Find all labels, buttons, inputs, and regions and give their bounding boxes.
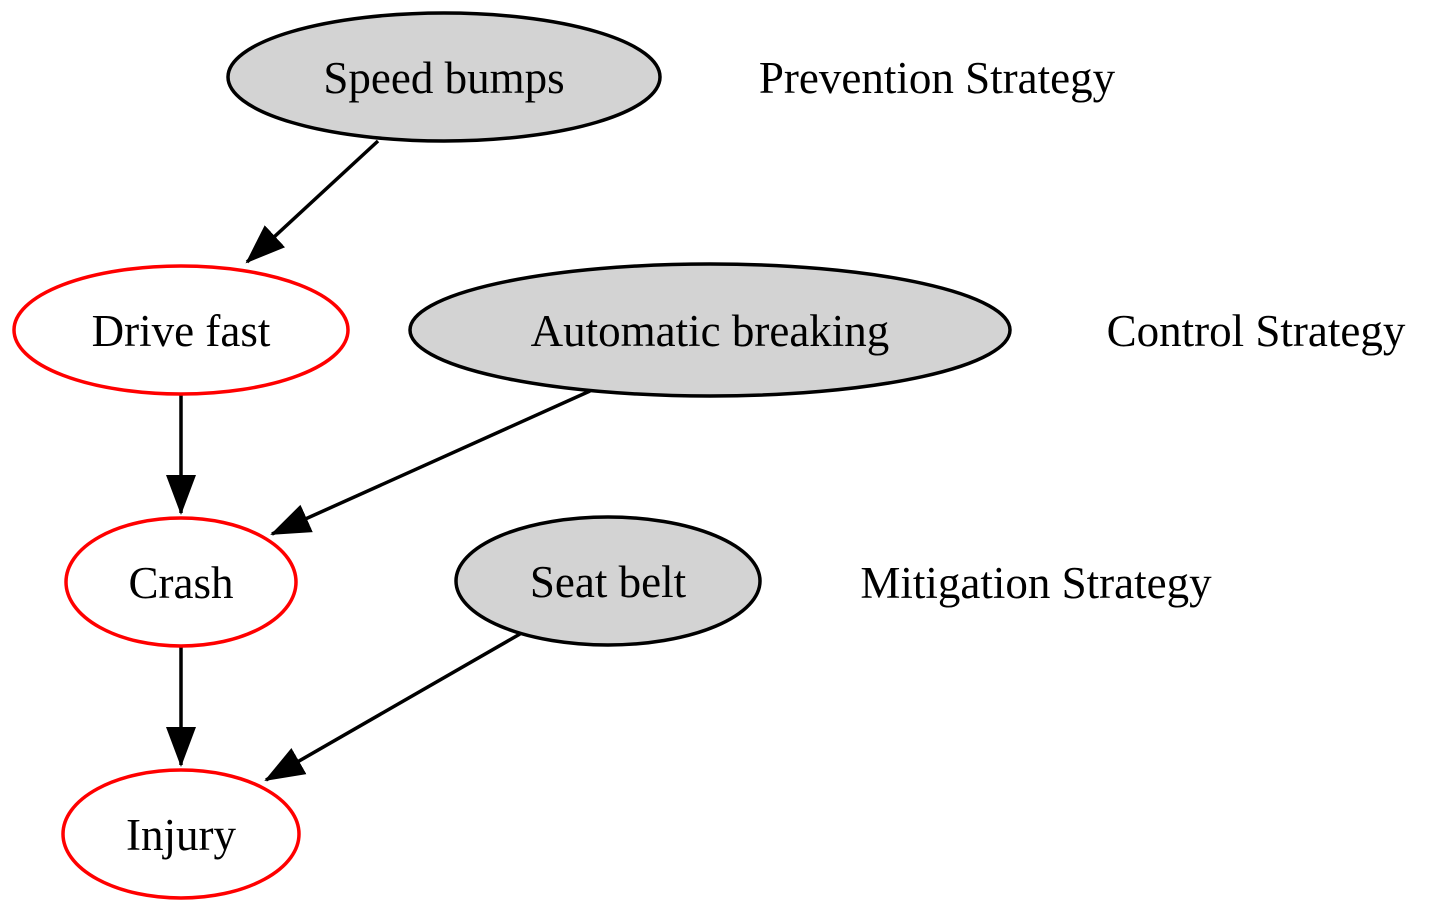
node-ellipse-speed-bumps: [226, 11, 662, 143]
node-crash: Crash: [64, 516, 298, 648]
node-ellipse-seat-belt: [454, 515, 762, 647]
annotations: Prevention Strategy Control Strategy Mit…: [759, 53, 1406, 608]
node-label-automatic-breaking: Automatic breaking: [531, 306, 890, 356]
annotation-prevention-strategy: Prevention Strategy: [759, 53, 1116, 103]
node-drive-fast: Drive fast: [12, 264, 350, 396]
node-seat-belt: Seat belt: [454, 515, 762, 647]
edge-automatic-breaking-to-crash: [270, 389, 591, 536]
edge-speed-bumps-to-drive-fast: [245, 139, 380, 264]
node-speed-bumps: Speed bumps: [226, 11, 662, 143]
node-ellipse-drive-fast: [12, 264, 350, 396]
node-label-injury: Injury: [126, 810, 236, 860]
node-label-seat-belt: Seat belt: [530, 557, 687, 607]
annotation-mitigation-strategy: Mitigation Strategy: [860, 558, 1212, 608]
node-ellipse-automatic-breaking: [408, 262, 1012, 398]
edges: [166, 139, 591, 782]
node-automatic-breaking: Automatic breaking: [408, 262, 1012, 398]
node-ellipse-crash: [64, 516, 298, 648]
node-label-speed-bumps: Speed bumps: [323, 53, 564, 103]
node-label-crash: Crash: [129, 558, 234, 608]
annotation-control-strategy: Control Strategy: [1107, 306, 1406, 356]
edge-seat-belt-to-injury: [264, 632, 521, 782]
node-label-drive-fast: Drive fast: [92, 306, 271, 356]
node-injury: Injury: [61, 768, 301, 900]
node-ellipse-injury: [61, 768, 301, 900]
